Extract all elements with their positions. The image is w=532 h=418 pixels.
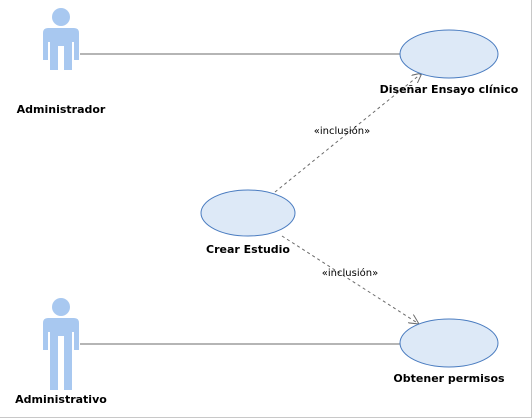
use-case-crear-estudio[interactable]: Crear Estudio [200,189,296,256]
include-label-top: «inclusión» [314,125,370,137]
actor-icon [43,298,79,390]
actor-icon [43,8,79,70]
actor-label: Administrador [17,103,106,116]
actor-label: Administrativo [15,393,107,406]
use-case-label: Crear Estudio [206,243,290,256]
include-arrow-to-disenar[interactable] [274,73,422,193]
include-arrow-to-obtener[interactable] [281,235,419,324]
actor-administrador[interactable]: Administrador [17,8,106,116]
use-case-ellipse [399,29,499,79]
use-case-ellipse [200,189,296,237]
use-case-label: Obtener permisos [393,372,505,385]
use-case-disenar-ensayo[interactable]: Diseñar Ensayo clínico [380,29,519,96]
use-case-label: Diseñar Ensayo clínico [380,83,519,96]
include-label-bottom: «inclusión» [322,267,378,279]
use-case-ellipse [399,318,499,368]
use-case-obtener-permisos[interactable]: Obtener permisos [393,318,505,385]
actor-administrativo[interactable]: Administrativo [15,298,107,406]
